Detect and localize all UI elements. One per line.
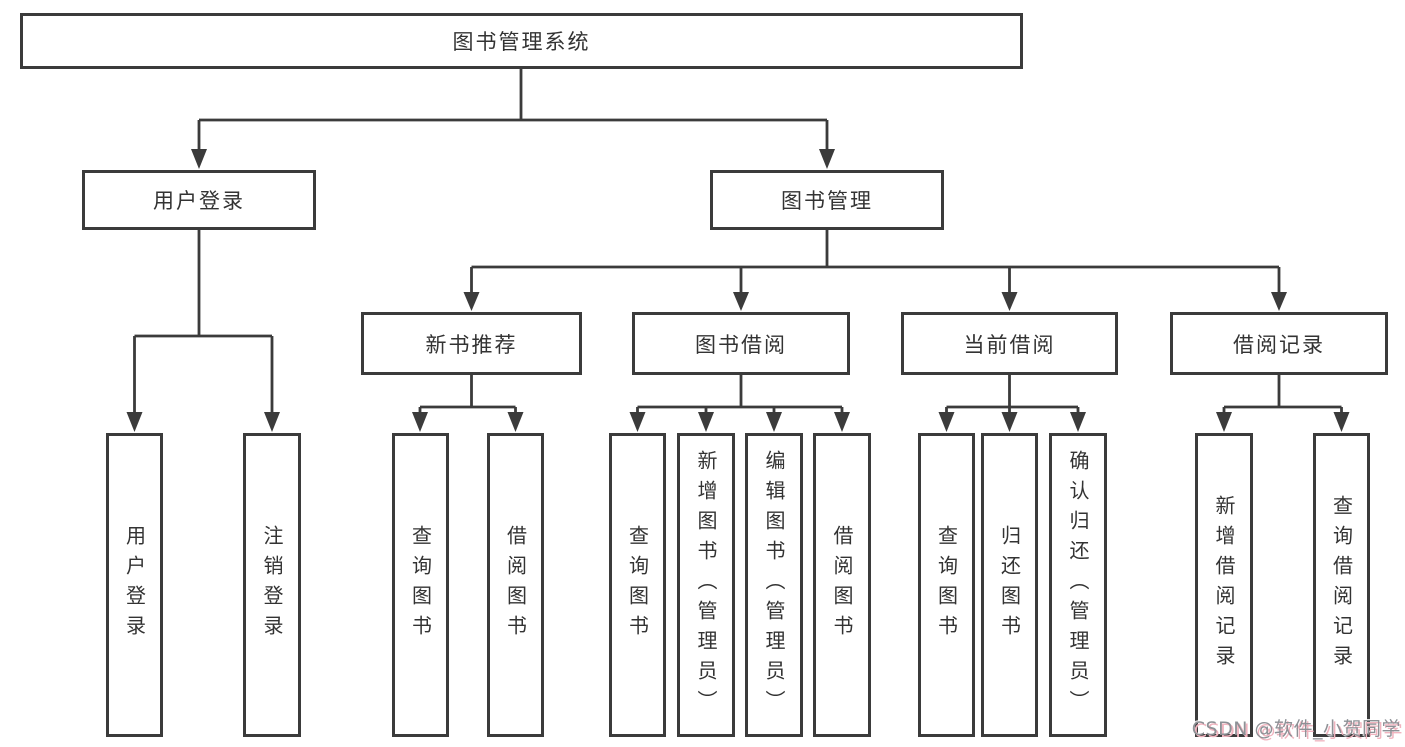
connector-book-mgmt-to-level3: [470, 230, 1281, 294]
leaf-logout: 注销登录: [243, 433, 301, 737]
node-current-borrowing: 当前借阅: [901, 312, 1118, 375]
connector-root-to-level2: [197, 69, 829, 151]
leaf-return-books: 归还图书: [981, 433, 1038, 737]
connector-user-login-to-leaves: [133, 230, 274, 415]
node-root-library-system: 图书管理系统: [20, 13, 1023, 69]
leaf-edit-books-admin: 编辑图书（管理员）: [745, 433, 803, 737]
connector-current-borrow-to-leaves: [945, 375, 1080, 415]
connector-book-borrow-to-leaves: [636, 375, 844, 415]
leaf-query-books-current: 查询图书: [918, 433, 975, 737]
leaf-borrow-books-recommend: 借阅图书: [487, 433, 544, 737]
connector-new-book-to-leaves: [418, 375, 517, 415]
leaf-borrow-books-borrowing: 借阅图书: [813, 433, 871, 737]
arrowheads: [126, 149, 1350, 432]
leaf-query-books-borrowing: 查询图书: [609, 433, 666, 737]
leaf-user-login: 用户登录: [106, 433, 163, 737]
leaf-query-borrow-record: 查询借阅记录: [1313, 433, 1370, 737]
node-new-book-recommendation: 新书推荐: [361, 312, 582, 375]
node-book-borrowing: 图书借阅: [632, 312, 850, 375]
leaf-add-borrow-record: 新增借阅记录: [1195, 433, 1253, 737]
node-user-login: 用户登录: [82, 170, 316, 230]
connector-borrow-record-to-leaves: [1222, 375, 1343, 415]
csdn-watermark: CSDN @软件_小贺同学: [1191, 718, 1401, 740]
leaf-query-books-recommend: 查询图书: [392, 433, 449, 737]
node-book-management: 图书管理: [710, 170, 944, 230]
node-borrowing-records: 借阅记录: [1170, 312, 1388, 375]
leaf-confirm-return-admin: 确认归还（管理员）: [1049, 433, 1107, 737]
leaf-add-books-admin: 新增图书（管理员）: [677, 433, 735, 737]
